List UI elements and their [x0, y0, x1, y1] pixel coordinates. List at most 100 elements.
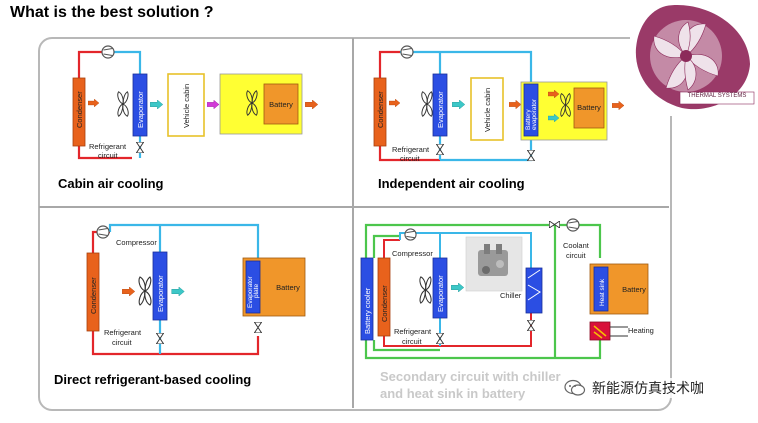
evaporator-plate-label-2: plate	[253, 284, 260, 298]
panel-independent-air-cooling: Condenser Evaporator Refrigerant circuit…	[373, 45, 624, 163]
expansion-valve-icon	[254, 322, 262, 333]
evaporator-label: Evaporator	[436, 91, 445, 128]
panel-title-secondary-line-1: Secondary circuit with chiller	[380, 369, 561, 384]
refrigerant-line-hot	[383, 239, 400, 258]
airflow-arrow-icon	[509, 100, 521, 109]
condenser-label: Condenser	[75, 91, 84, 128]
wechat-icon	[564, 379, 586, 396]
coolant-circuit-label-2: circuit	[566, 251, 587, 260]
coolant-line	[372, 234, 440, 352]
refrigerant-line-cold	[399, 232, 532, 268]
panel-title-cabin-air-cooling: Cabin air cooling	[58, 176, 164, 191]
battery-evaporator-label-1: Battery	[525, 109, 532, 130]
refrigerant-line-hot	[77, 50, 108, 78]
panel-title-secondary-circuit: Secondary circuit with chiller and heat …	[380, 368, 561, 402]
coolant-circuit-label-1: Coolant	[563, 241, 590, 250]
diagram-frame	[38, 37, 672, 411]
chiller-label: Chiller	[500, 291, 522, 300]
refrigerant-circuit-label-2: circuit	[98, 151, 119, 160]
compressor-icon	[404, 228, 417, 241]
watermark: 新能源仿真技术咖	[560, 378, 708, 398]
evaporator-label: Evaporator	[136, 91, 145, 128]
logo-caption: THERMAL SYSTEMS	[687, 93, 747, 99]
fan-icon	[421, 91, 433, 117]
refrigerant-line-hot	[91, 331, 260, 356]
condenser-block	[373, 77, 387, 147]
expansion-valve-icon	[436, 144, 444, 155]
refrigerant-circuit-label-1: Refrigerant	[89, 142, 127, 151]
refrigerant-circuit-label-2: circuit	[112, 338, 133, 347]
airflow-arrow-icon	[88, 99, 99, 107]
cold-air-arrow-icon	[452, 100, 465, 109]
battery-cooler-label: Battery cooler	[363, 287, 372, 334]
evaporator-block	[432, 73, 448, 137]
vehicle-cabin-label: Vehicle cabin	[483, 88, 492, 132]
heating-flame-icon	[593, 325, 607, 339]
page-title: What is the best solution ?	[10, 4, 214, 21]
airflow-arrow-icon	[122, 287, 135, 296]
vehicle-cabin-label: Vehicle cabin	[182, 84, 191, 128]
refrigerant-circuit-label-1: Refrigerant	[392, 145, 430, 154]
refrigerant-circuit-label-1: Refrigerant	[104, 328, 142, 337]
heating-label: Heating	[628, 326, 654, 335]
panel-title-direct-refrigerant-cooling: Direct refrigerant-based cooling	[54, 372, 252, 387]
evaporator-label: Evaporator	[436, 275, 445, 312]
evaporator-block	[432, 257, 448, 319]
vehicle-cabin-box	[167, 73, 205, 137]
battery-label: Battery	[276, 283, 300, 292]
cold-air-arrow-icon	[451, 283, 464, 292]
fan-icon	[117, 91, 129, 117]
air-arrow-icon	[207, 100, 219, 109]
refrigerant-line-hot	[378, 146, 440, 162]
refrigerant-line-hot	[378, 50, 400, 78]
expansion-valve-icon	[156, 333, 164, 344]
condenser-block	[72, 77, 86, 147]
refrigerant-line-cold	[108, 223, 260, 258]
airflow-arrow-icon	[389, 99, 400, 107]
refrigerant-circuit-label-2: circuit	[402, 337, 423, 346]
coolant-line	[364, 336, 602, 360]
battery-cooler-block	[360, 257, 374, 341]
compressor-icon	[101, 45, 115, 59]
evaporator-block	[152, 251, 168, 321]
condenser-block	[86, 252, 100, 332]
refrigerant-circuit-label-1: Refrigerant	[394, 327, 432, 336]
condenser-label: Condenser	[89, 277, 98, 314]
cold-air-arrow-icon	[150, 100, 163, 109]
warm-air-arrow-icon	[305, 100, 318, 109]
evaporator-block	[132, 73, 148, 137]
compressor-icon	[96, 225, 110, 239]
refrigerant-line-hot	[77, 146, 132, 160]
expansion-valve-icon	[136, 142, 144, 153]
evaporator-plate-label-1: Evaporator	[247, 275, 254, 308]
warm-air-arrow-icon	[612, 101, 624, 110]
heat-sink-block	[593, 266, 609, 312]
horizontal-divider	[39, 206, 669, 208]
watermark-text: 新能源仿真技术咖	[592, 380, 704, 396]
refrigerant-line-cold	[400, 50, 533, 82]
battery-block	[263, 83, 299, 125]
battery-block	[573, 87, 605, 129]
panel-title-secondary-line-2: and heat sink in battery	[380, 386, 526, 401]
panel-title-independent-air-cooling: Independent air cooling	[378, 176, 525, 191]
battery-evaporator-block	[523, 83, 539, 137]
refrigerant-line-cold	[440, 140, 533, 162]
expansion-valve-icon	[436, 333, 444, 344]
chiller-symbol-icon	[527, 269, 541, 301]
cold-air-arrow-icon	[171, 287, 185, 296]
condenser-block	[377, 257, 391, 337]
compressor-icon	[400, 45, 414, 59]
compressor-label: Compressor	[116, 238, 157, 247]
panel-secondary-circuit: Compressor Coolant circuit Battery coole…	[360, 218, 654, 360]
chiller-block	[525, 267, 543, 314]
chiller-photo	[465, 236, 523, 292]
battery-label: Battery	[622, 285, 646, 294]
heating-wires	[610, 326, 628, 337]
evaporator-plate-block	[245, 260, 261, 314]
evaporator-label: Evaporator	[156, 275, 165, 312]
coolant-pump-icon	[566, 218, 580, 232]
thermal-systems-logo: THERMAL SYSTEMS	[630, 4, 756, 116]
refrigerant-circuit-label-2: circuit	[400, 154, 421, 163]
panel-direct-refrigerant-cooling: Compressor Condenser Evaporator Refriger…	[86, 223, 306, 356]
